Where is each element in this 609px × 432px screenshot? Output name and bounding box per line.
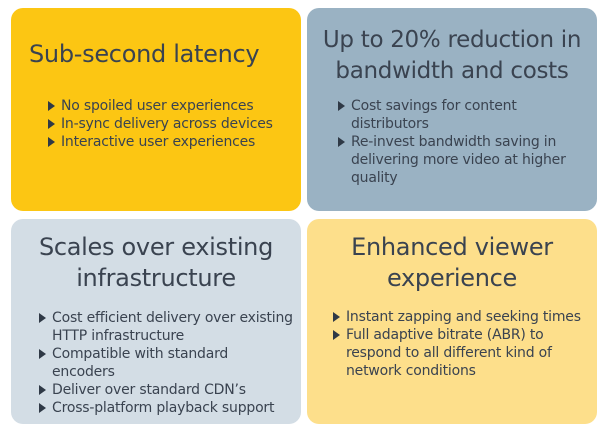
list-item-text: Deliver over standard CDN’s [52,382,246,398]
list-item: No spoiled user experiences [48,97,291,115]
list-item-text: Compatible with standard encoders [52,346,229,380]
feature-card-latency: Sub-second latency No spoiled user exper… [11,8,301,211]
triangle-bullet-icon [39,403,46,413]
list-item-text: No spoiled user experiences [61,98,254,114]
list-item-text: Instant zapping and seeking times [346,309,581,325]
triangle-bullet-icon [48,137,55,147]
list-item-text: Cross-platform playback support [52,400,275,416]
card-title: Up to 20% reduction in bandwidth and cos… [322,27,582,84]
card-title: Sub-second latency [29,40,260,68]
triangle-bullet-icon [338,137,345,147]
list-item: Compatible with standard encoders [39,345,295,381]
triangle-bullet-icon [333,330,340,340]
list-item-text: Cost efficient delivery over existing HT… [52,310,293,344]
feature-card-viewer-experience: Enhanced viewer experience Instant zappi… [307,219,597,424]
bullet-list: Cost efficient delivery over existing HT… [39,309,295,417]
list-item: Full adaptive bitrate (ABR) to respond t… [333,326,589,380]
triangle-bullet-icon [39,385,46,395]
list-item: Deliver over standard CDN’s [39,381,295,399]
list-item: In-sync delivery across devices [48,115,291,133]
triangle-bullet-icon [333,312,340,322]
list-item: Cross-platform playback support [39,399,295,417]
triangle-bullet-icon [48,119,55,129]
bullet-list: No spoiled user experiences In-sync deli… [48,97,291,151]
list-item-text: Interactive user experiences [61,134,256,150]
card-title: Enhanced viewer experience [351,233,553,292]
triangle-bullet-icon [48,101,55,111]
list-item-text: Re-invest bandwidth saving in delivering… [351,134,566,186]
list-item: Interactive user experiences [48,133,291,151]
list-item: Instant zapping and seeking times [333,308,589,326]
bullet-list: Cost savings for content distributors Re… [338,97,587,187]
list-item-text: In-sync delivery across devices [61,116,273,132]
triangle-bullet-icon [39,349,46,359]
list-item-text: Cost savings for content distributors [351,98,517,132]
feature-card-bandwidth: Up to 20% reduction in bandwidth and cos… [307,8,597,211]
triangle-bullet-icon [338,101,345,111]
list-item: Cost efficient delivery over existing HT… [39,309,295,345]
card-title: Scales over existing infrastructure [38,233,274,292]
list-item-text: Full adaptive bitrate (ABR) to respond t… [346,327,552,379]
list-item: Cost savings for content distributors [338,97,587,133]
bullet-list: Instant zapping and seeking times Full a… [333,308,589,380]
triangle-bullet-icon [39,313,46,323]
feature-card-scaling: Scales over existing infrastructure Cost… [11,219,301,424]
list-item: Re-invest bandwidth saving in delivering… [338,133,587,187]
